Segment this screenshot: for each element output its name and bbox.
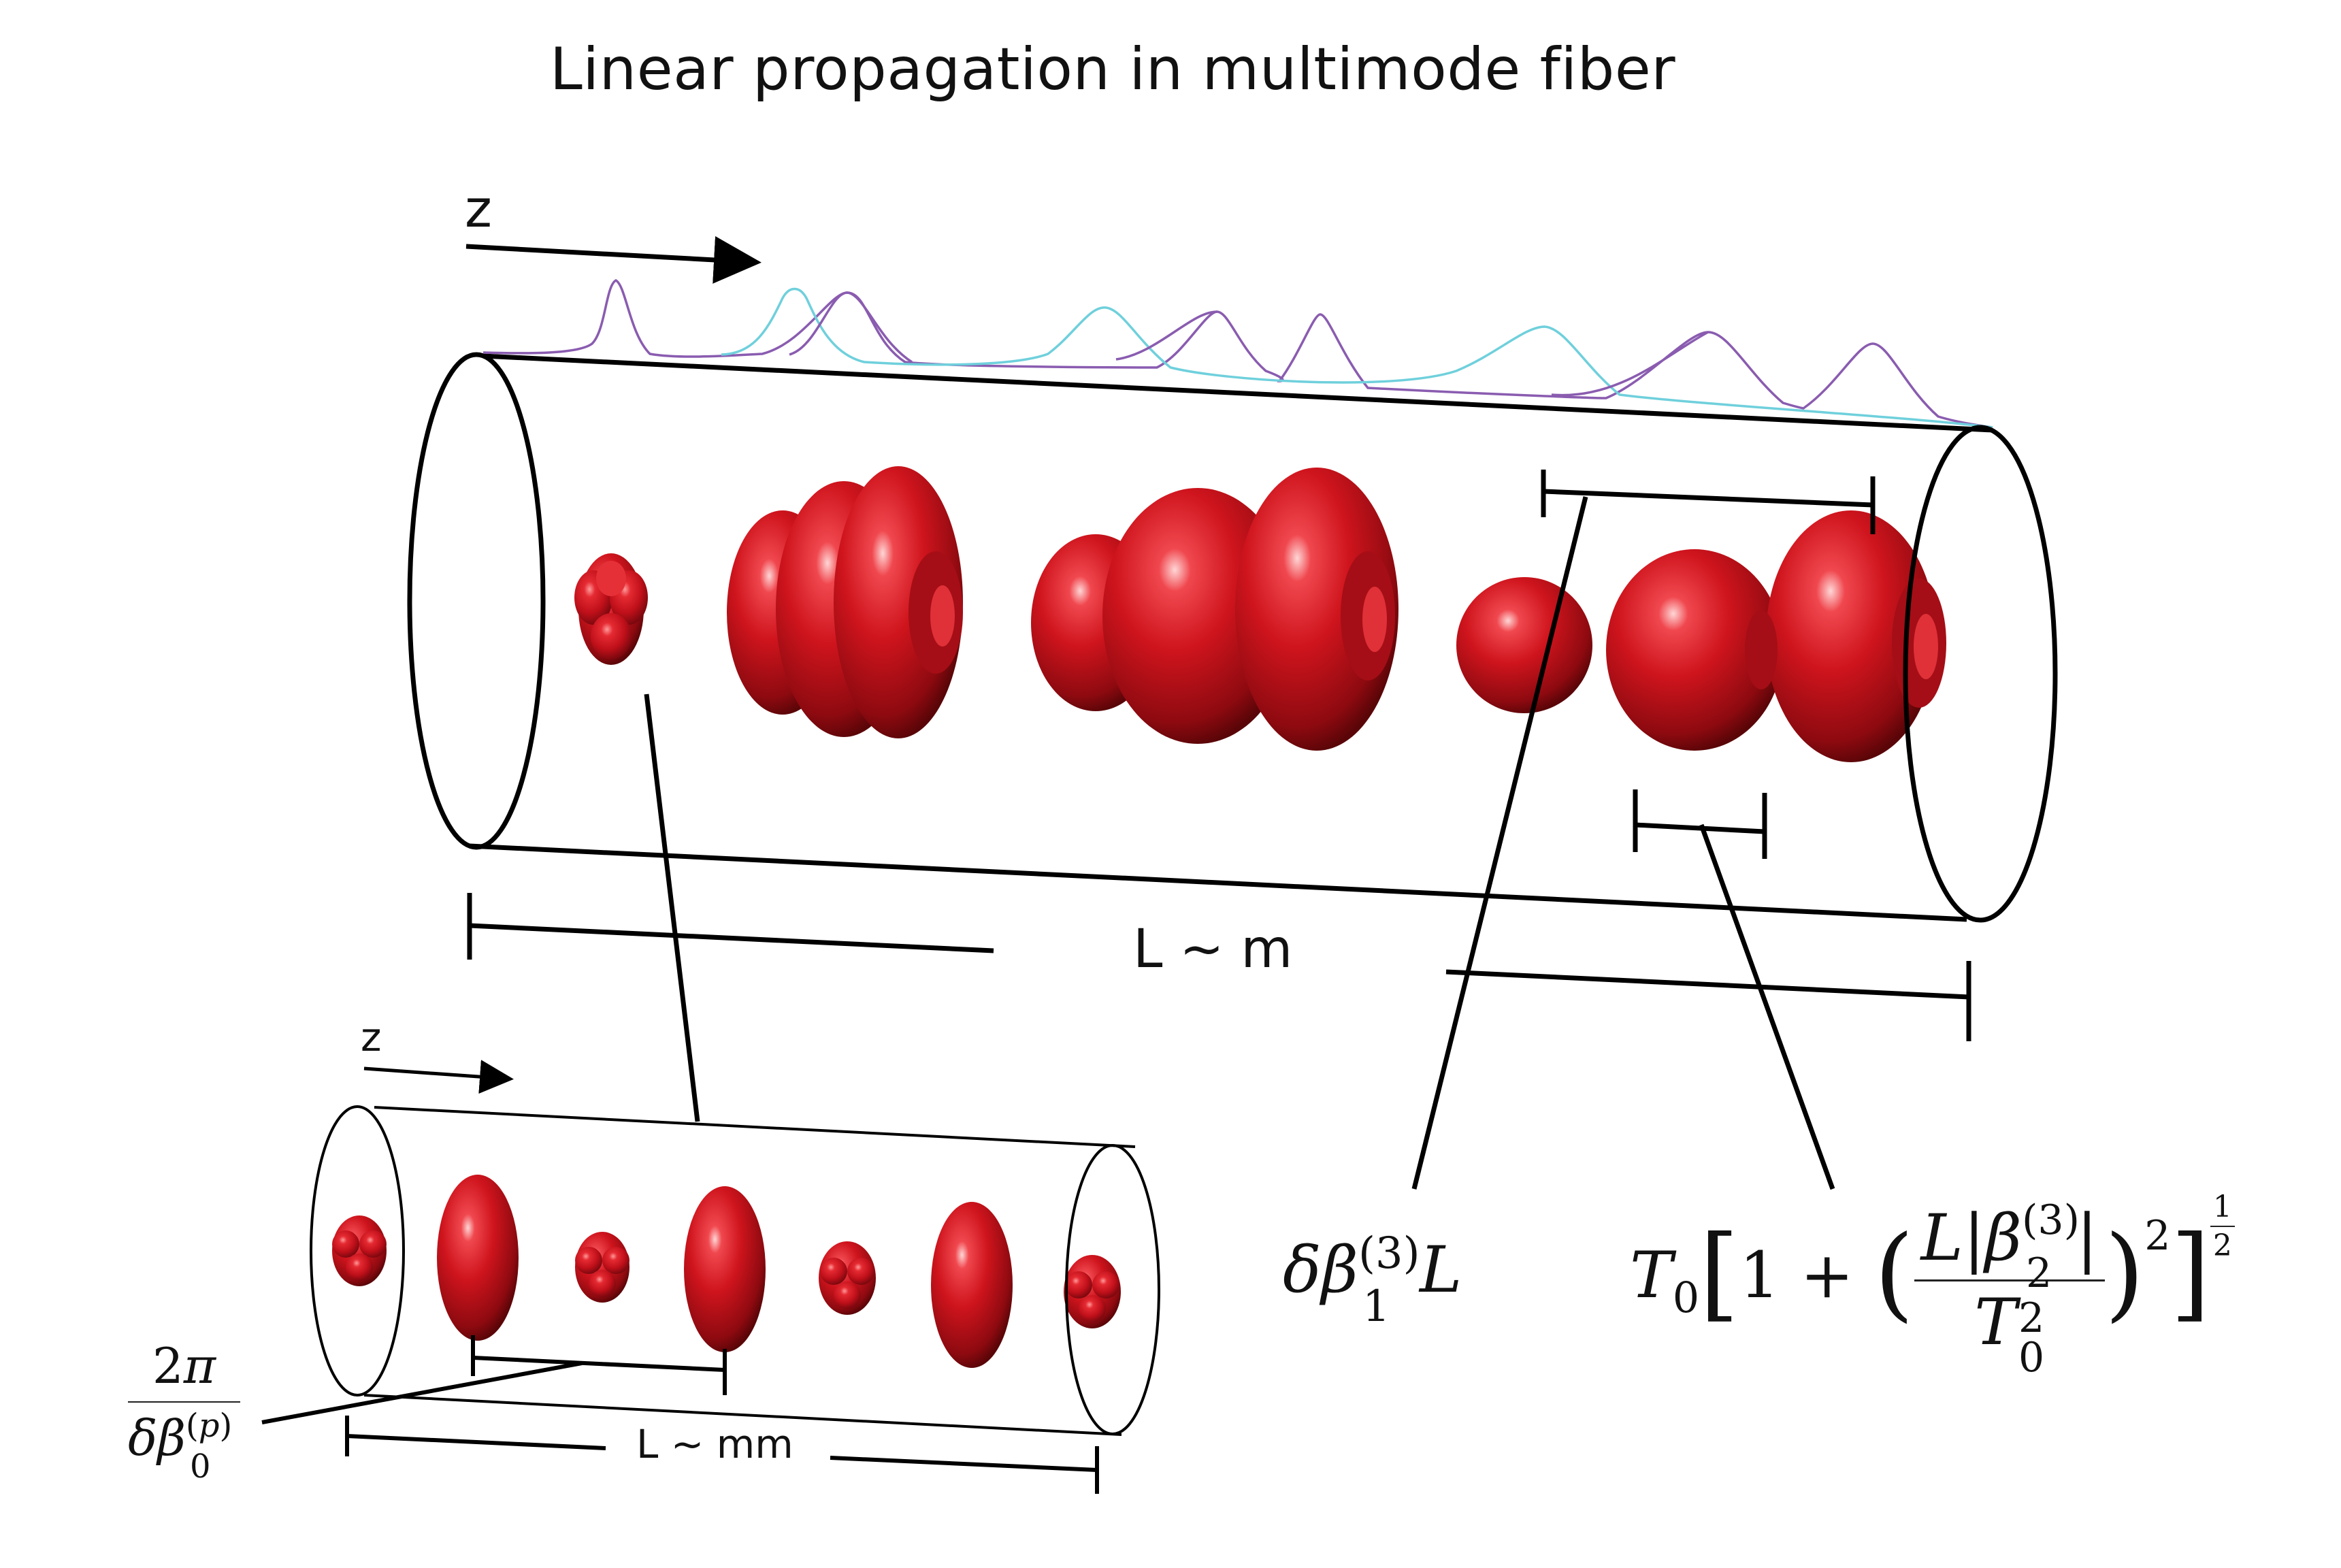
walkoff-leader xyxy=(1411,496,1588,1190)
inset-ellipsoid-3 xyxy=(931,1202,1013,1368)
walkoff-bracket xyxy=(1411,470,1876,1190)
inset-length-bar xyxy=(345,1416,1099,1494)
inset-clover-4 xyxy=(1064,1255,1121,1328)
main-length-label: L ~ m xyxy=(1133,919,1293,980)
inset-ellipsoid-1 xyxy=(437,1175,519,1341)
beat-length-leader xyxy=(261,1361,583,1424)
main-z-arrow xyxy=(465,235,762,284)
inset-z-arrow xyxy=(363,1060,514,1094)
inset-pulses xyxy=(332,1175,1121,1368)
main-length-bar xyxy=(467,893,1971,1041)
pulse-stack-2 xyxy=(727,466,963,738)
inset-clover-1 xyxy=(332,1215,387,1286)
inset-fiber xyxy=(310,1105,1136,1436)
main-fiber-right-cap xyxy=(1903,425,2058,923)
main-fiber-top-edge xyxy=(482,353,1993,433)
broadening-leader xyxy=(1699,823,1835,1190)
main-z-label: z xyxy=(465,178,492,239)
figure-title: Linear propagation in multimode fiber xyxy=(549,35,1676,103)
inset-bottom-edge xyxy=(363,1394,1122,1436)
pulse-stack-3 xyxy=(1031,468,1398,751)
beat-length-bracket xyxy=(261,1335,727,1424)
inset-leader xyxy=(644,693,700,1122)
inset-right-cap xyxy=(1065,1144,1160,1435)
inset-length-label: L ~ mm xyxy=(636,1421,793,1467)
inset-clover-2 xyxy=(575,1232,629,1303)
trace-purple-main xyxy=(482,279,1993,429)
trace-cyan-main xyxy=(721,287,1993,429)
broadening-bracket xyxy=(1633,789,1835,1190)
main-fiber xyxy=(407,352,1993,922)
trace-purple-secondary xyxy=(789,291,1709,397)
pulse-traces xyxy=(482,279,1993,429)
inset-left-cap xyxy=(310,1105,405,1396)
inset-top-edge xyxy=(374,1106,1136,1148)
pulse-stack-4 xyxy=(1456,510,1946,762)
inset-ellipsoid-2 xyxy=(684,1186,766,1352)
main-fiber-left-cap xyxy=(407,352,546,850)
main-pulses xyxy=(574,466,1946,762)
pulse-compact-1 xyxy=(574,553,648,665)
main-fiber-bottom-edge xyxy=(469,843,1967,922)
inset-clover-3 xyxy=(819,1241,876,1315)
inset-z-label: z xyxy=(361,1014,382,1060)
